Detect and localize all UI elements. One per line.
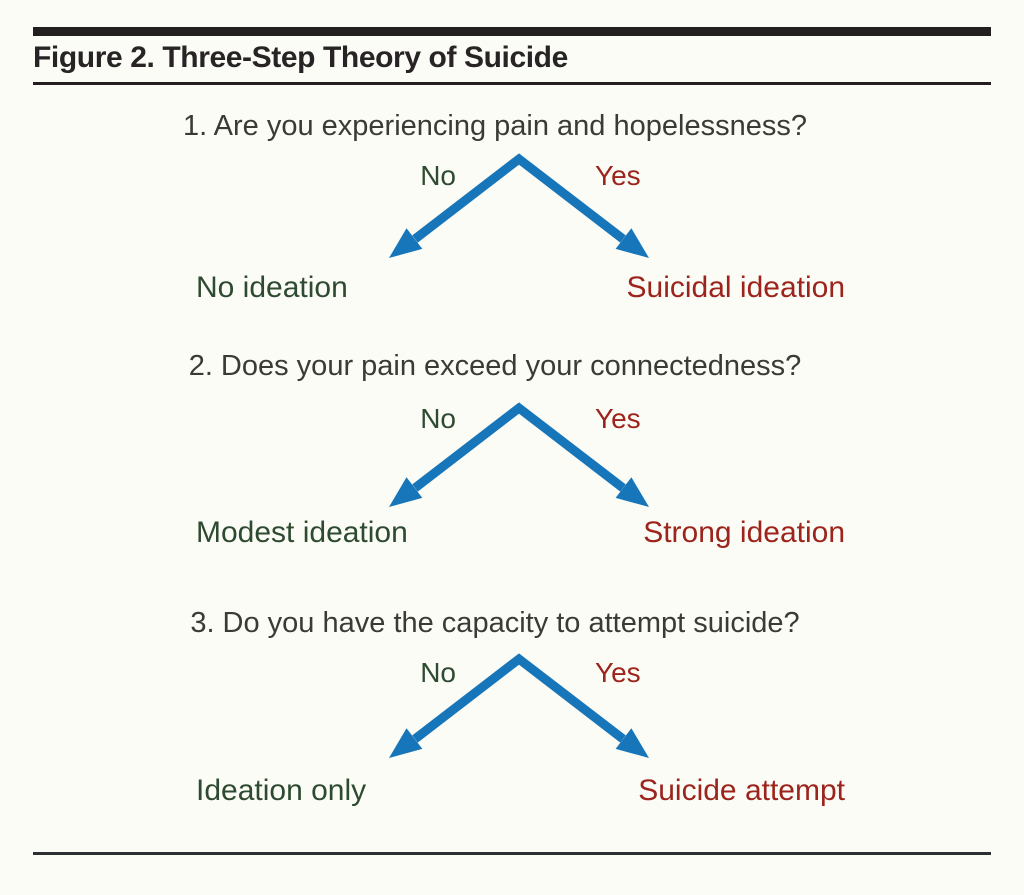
step-3-yes-label: Yes	[595, 657, 641, 688]
figure-title: Figure 2. Three-Step Theory of Suicide	[33, 41, 568, 74]
title-underline-rule	[33, 82, 991, 85]
step-2-yes-outcome: Strong ideation	[643, 516, 845, 549]
step-1-yes-label: Yes	[595, 160, 641, 191]
step-2-no-outcome: Modest ideation	[196, 516, 408, 549]
step-3-branch-arrows-icon	[389, 653, 649, 758]
step-2-yes-label: Yes	[595, 403, 641, 434]
step-1-no-outcome: No ideation	[196, 271, 348, 304]
step-3-question: 3. Do you have the capacity to attempt s…	[190, 607, 800, 639]
step-3-yes-outcome: Suicide attempt	[638, 774, 845, 807]
step-2-no-label: No	[420, 403, 456, 434]
step-2-question: 2. Does your pain exceed your connectedn…	[188, 350, 802, 382]
step-3-no-label: No	[420, 657, 456, 688]
step-1-no-label: No	[420, 160, 456, 191]
top-rule-thick	[33, 27, 991, 36]
step-1-question: 1. Are you experiencing pain and hopeles…	[183, 110, 807, 142]
step-3-no-outcome: Ideation only	[196, 774, 367, 807]
bottom-rule	[33, 852, 991, 855]
step-1-branch-arrows-icon	[389, 153, 649, 258]
step-1-yes-outcome: Suicidal ideation	[626, 271, 845, 304]
step-2-branch-arrows-icon	[389, 402, 649, 507]
